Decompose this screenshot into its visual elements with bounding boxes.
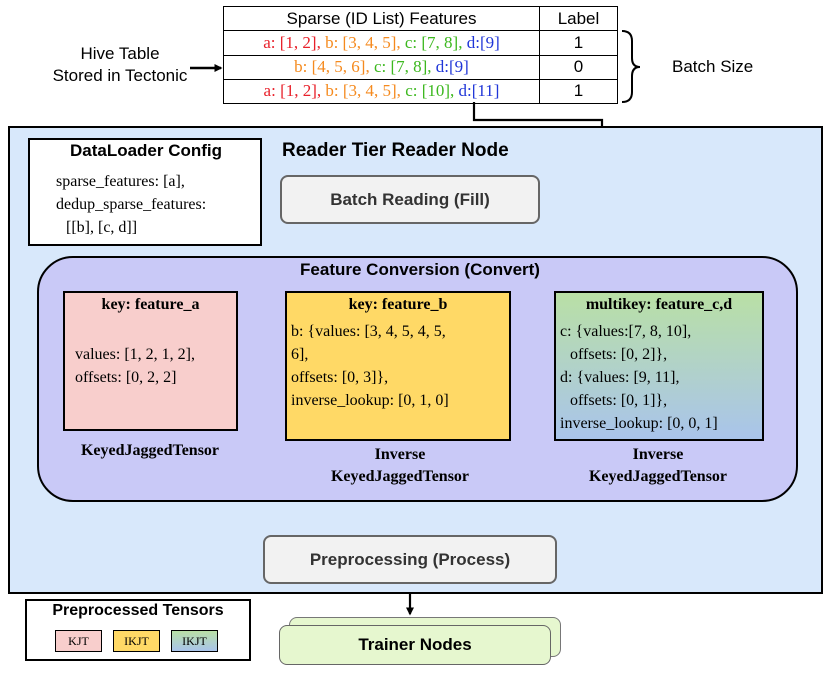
table-header-row: Sparse (ID List) Features Label xyxy=(223,5,618,32)
feature-a-caption: KeyedJaggedTensor xyxy=(80,442,220,459)
feature-cd-title: multikey: feature_c,d xyxy=(585,296,733,313)
feature-b-caption-line2: KeyedJaggedTensor xyxy=(330,468,470,485)
header-features: Sparse (ID List) Features xyxy=(223,5,540,32)
feature-cd-caption-line2: KeyedJaggedTensor xyxy=(588,468,728,485)
feature-cd-tensor-box xyxy=(554,291,764,441)
table-row: a: [1, 2], b: [3, 4, 5], c: [10], d:[11]… xyxy=(223,78,618,105)
dataloader-config-line: dedup_sparse_features: xyxy=(56,196,207,213)
feature-c-cell: c: [7, 8], xyxy=(404,32,463,52)
legend-kjt-swatch: KJT xyxy=(55,630,102,652)
row-label: 1 xyxy=(539,78,618,105)
feature-cd-line: inverse_lookup: [0, 0, 1] xyxy=(560,415,718,432)
sparse-features-table: Sparse (ID List) Features Label a: [1, 2… xyxy=(223,5,618,105)
trainer-nodes: Trainer Nodes xyxy=(279,625,551,665)
feature-b-line: offsets: [0, 3]}, xyxy=(291,369,389,386)
feature-b-cell: b: [4, 5, 6], xyxy=(294,57,370,77)
legend-ikjt-swatch: IKJT xyxy=(113,630,160,652)
feature-cd-line: offsets: [0, 2]}, xyxy=(570,346,668,363)
feature-cd-caption: Inverse KeyedJaggedTensor xyxy=(548,444,768,488)
dataloader-config-line: [[b], [c, d]] xyxy=(66,219,138,236)
preprocessing-node: Preprocessing (Process) xyxy=(263,535,557,584)
feature-b-cell: b: [3, 4, 5], xyxy=(325,32,401,52)
feature-d-cell: d:[9] xyxy=(435,57,469,77)
feature-cd-caption-line1: Inverse xyxy=(632,446,684,463)
row-features: a: [1, 2], b: [3, 4, 5], c: [10], d:[11] xyxy=(223,78,540,105)
legend-title: Preprocessed Tensors xyxy=(52,602,224,619)
feature-a-title: key: feature_a xyxy=(101,296,200,313)
feature-b-tensor-box xyxy=(285,291,511,441)
feature-conversion-title: Feature Conversion (Convert) xyxy=(300,260,540,279)
feature-b-line: inverse_lookup: [0, 1, 0] xyxy=(291,392,449,409)
header-label: Label xyxy=(539,5,618,32)
hive-label-line2: Stored in Tectonic xyxy=(52,66,188,85)
batch-size-label: Batch Size xyxy=(672,57,754,76)
feature-c-cell: c: [10], xyxy=(405,81,455,101)
dataloader-config-box xyxy=(28,138,262,246)
feature-a-line: values: [1, 2, 1, 2], xyxy=(75,346,195,363)
feature-b-cell: b: [3, 4, 5], xyxy=(325,81,401,101)
table-row: b: [4, 5, 6], c: [7, 8], d:[9] 0 xyxy=(223,54,618,80)
table-row: a: [1, 2], b: [3, 4, 5], c: [7, 8], d:[9… xyxy=(223,30,618,56)
hive-table-label: Hive Table Stored in Tectonic xyxy=(40,43,200,87)
reader-node-title: Reader Tier Reader Node xyxy=(282,140,509,161)
batch-reading-node: Batch Reading (Fill) xyxy=(280,175,540,224)
row-label: 1 xyxy=(539,30,618,56)
feature-b-title: key: feature_b xyxy=(348,296,448,313)
feature-c-cell: c: [7, 8], xyxy=(373,57,432,77)
feature-a-tensor-box xyxy=(63,291,238,431)
legend-ikjt-multikey-swatch: IKJT xyxy=(171,630,218,652)
feature-a-line: offsets: [0, 2, 2] xyxy=(75,369,177,386)
feature-a-cell: a: [1, 2], xyxy=(263,81,322,101)
feature-a-cell: a: [1, 2], xyxy=(263,32,321,52)
feature-b-caption-line1: Inverse xyxy=(374,446,426,463)
hive-label-line1: Hive Table xyxy=(80,44,160,63)
row-label: 0 xyxy=(539,54,618,80)
feature-b-line: 6], xyxy=(291,346,309,363)
dataloader-config-title: DataLoader Config xyxy=(69,141,223,160)
feature-d-cell: d:[11] xyxy=(458,81,500,101)
feature-cd-line: c: {values:[7, 8, 10], xyxy=(560,323,692,340)
dataloader-config-line: sparse_features: [a], xyxy=(56,173,185,190)
feature-cd-line: offsets: [0, 1]}, xyxy=(570,392,668,409)
row-features: b: [4, 5, 6], c: [7, 8], d:[9] xyxy=(223,54,540,80)
feature-b-caption: Inverse KeyedJaggedTensor xyxy=(290,444,510,488)
batch-size-brace xyxy=(621,30,641,103)
row-features: a: [1, 2], b: [3, 4, 5], c: [7, 8], d:[9… xyxy=(223,30,540,56)
feature-d-cell: d:[9] xyxy=(466,32,500,52)
feature-b-line: b: {values: [3, 4, 5, 4, 5, xyxy=(291,323,446,340)
feature-cd-line: d: {values: [9, 11], xyxy=(560,369,680,386)
